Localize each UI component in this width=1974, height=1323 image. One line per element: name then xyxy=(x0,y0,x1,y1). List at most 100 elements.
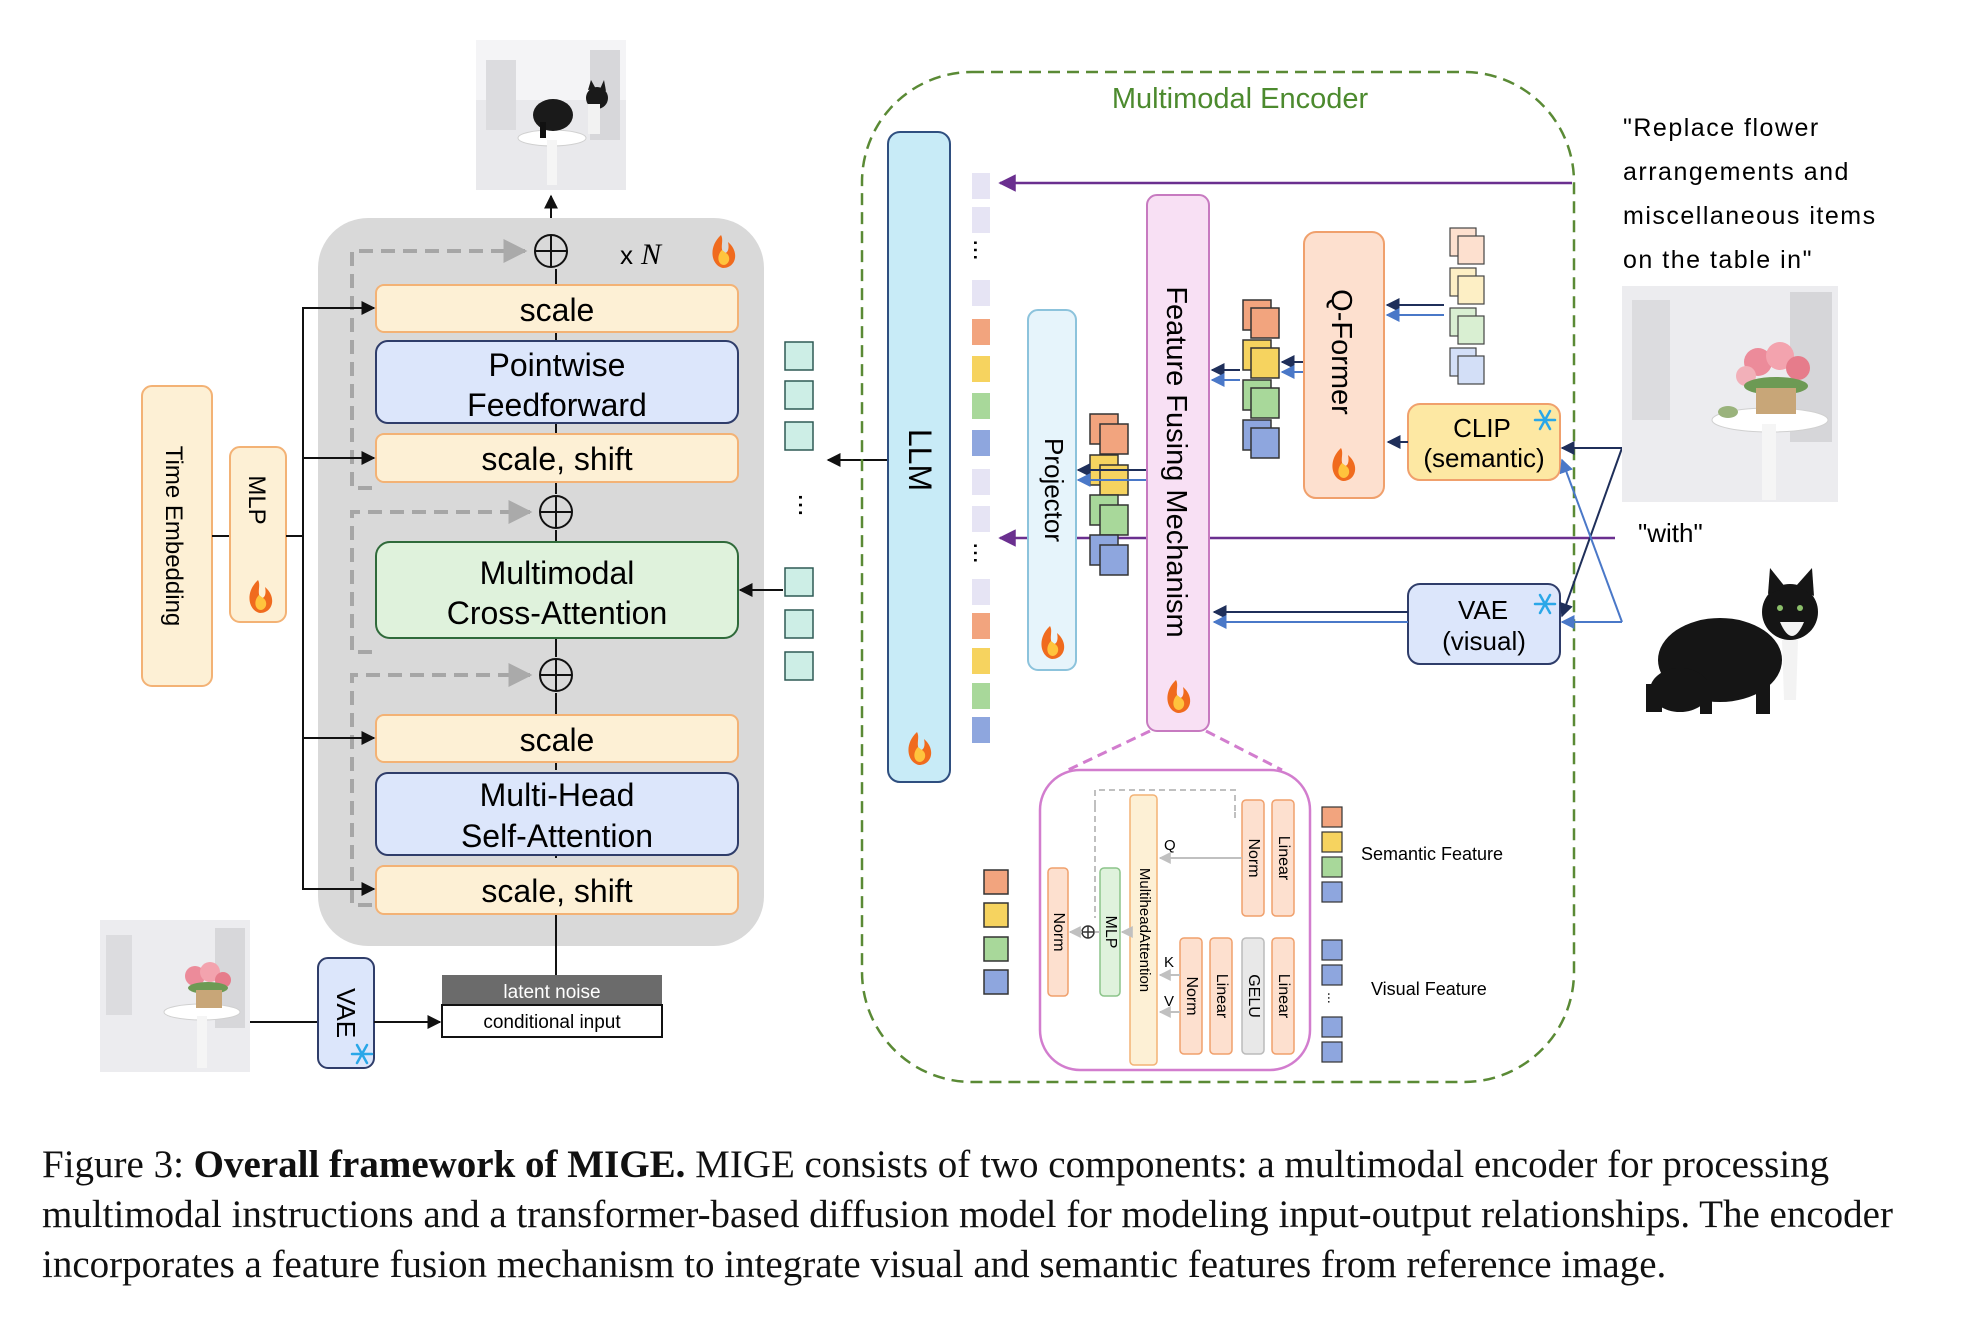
vae-visual-encoder: VAE (visual) xyxy=(1407,583,1561,665)
svg-text:Norm: Norm xyxy=(1245,838,1262,877)
vae-encoder-left: VAE xyxy=(317,957,375,1069)
ellipsis-dots: ... xyxy=(968,239,998,261)
svg-text:Feature Fusing Mechanism: Feature Fusing Mechanism xyxy=(1160,286,1192,637)
svg-text:GELU: GELU xyxy=(1245,974,1262,1018)
semantic-feature-label: Semantic Feature xyxy=(1361,844,1503,864)
svg-text:LLM: LLM xyxy=(902,429,938,491)
caption-prefix: Figure 3: xyxy=(42,1143,194,1186)
svg-text:Time Embedding: Time Embedding xyxy=(160,446,187,627)
multi-head-self-attention-block: Multi-Head Self-Attention xyxy=(375,772,739,856)
svg-text:MLP: MLP xyxy=(1102,916,1119,949)
llm-token-column xyxy=(972,173,990,743)
detail-visual-norm: Norm xyxy=(1179,937,1203,1055)
caption-bold-title: Overall framework of MIGE. xyxy=(193,1143,686,1186)
svg-text:miscellaneous items: miscellaneous items xyxy=(1623,202,1877,230)
svg-text:Multi-Head: Multi-Head xyxy=(480,777,635,813)
encoder-title: Multimodal Encoder xyxy=(1112,83,1369,115)
ellipsis-dots: ... xyxy=(793,493,824,516)
time-embedding-block: Time Embedding xyxy=(141,385,213,687)
residual-add-bottom xyxy=(539,658,573,692)
pointwise-feedforward-block: Pointwise Feedforward xyxy=(375,340,739,424)
detail-q-label: Q xyxy=(1164,837,1176,854)
detail-visual-linear-2: Linear xyxy=(1271,937,1295,1055)
feature-fusing-mechanism-block: Feature Fusing Mechanism xyxy=(1146,194,1210,732)
detail-multihead-attention: MultiheadAttention xyxy=(1129,794,1158,1066)
figure-caption: Figure 3: Overall framework of MIGE. MIG… xyxy=(42,1140,1942,1290)
detail-visual-gelu: GELU xyxy=(1241,937,1265,1055)
mlp-block: MLP xyxy=(229,446,287,623)
with-text: "with" xyxy=(1638,518,1703,548)
svg-text:scale: scale xyxy=(520,722,595,758)
feature-fusing-detail-panel xyxy=(1038,768,1312,1072)
svg-text:scale, shift: scale, shift xyxy=(481,441,632,477)
ellipsis-dots: ... xyxy=(968,542,998,564)
svg-text:latent noise: latent noise xyxy=(503,982,600,1003)
semantic-feature-tokens xyxy=(1321,806,1343,903)
flame-icon xyxy=(1332,448,1356,481)
detail-visual-linear-1: Linear xyxy=(1209,937,1233,1055)
residual-add-top xyxy=(534,234,568,268)
svg-text:scale, shift: scale, shift xyxy=(481,873,632,909)
svg-text:Linear: Linear xyxy=(1275,974,1292,1019)
svg-text:Projector: Projector xyxy=(1039,438,1069,542)
q-former-block: Q-Former xyxy=(1303,231,1385,499)
svg-text:Feedforward: Feedforward xyxy=(467,387,647,423)
clip-semantic-encoder: CLIP (semantic) xyxy=(1407,403,1561,481)
scale-shift-block-top: scale, shift xyxy=(375,433,739,483)
teal-token-column-bottom xyxy=(784,567,814,681)
visual-feature-tokens xyxy=(1321,939,1343,1063)
caption-body: MIGE consists of two components: a multi… xyxy=(42,1143,1893,1286)
detail-v-label: V xyxy=(1164,993,1174,1010)
detail-mlp: MLP xyxy=(1099,867,1121,997)
snowflake-icon xyxy=(1533,409,1557,431)
svg-text:"Replace flower: "Replace flower xyxy=(1623,114,1820,142)
visual-feature-label: Visual Feature xyxy=(1371,979,1487,999)
multimodal-encoder-region xyxy=(860,70,1576,1084)
query-token-stack xyxy=(1449,227,1485,385)
snowflake-icon xyxy=(350,1043,374,1065)
scale-shift-block-bottom: scale, shift xyxy=(375,865,739,915)
svg-text:Norm: Norm xyxy=(1183,976,1200,1015)
svg-text:Q-Former: Q-Former xyxy=(1325,289,1357,415)
svg-text:conditional input: conditional input xyxy=(483,1012,621,1033)
snowflake-icon xyxy=(1533,593,1557,615)
ellipsis-dots: ... xyxy=(1325,992,1341,1004)
svg-text:MultiheadAttention: MultiheadAttention xyxy=(1136,868,1153,992)
svg-text:Norm: Norm xyxy=(1050,912,1067,951)
svg-text:Pointwise: Pointwise xyxy=(489,347,626,383)
fused-feature-stack xyxy=(1089,413,1129,576)
detail-residual-add xyxy=(1081,925,1095,939)
llm-block: LLM xyxy=(887,131,951,783)
flame-icon xyxy=(712,235,736,268)
teal-token-column-top xyxy=(784,341,814,451)
svg-text:arrangements and: arrangements and xyxy=(1623,158,1850,186)
svg-text:Cross-Attention: Cross-Attention xyxy=(447,595,668,631)
multimodal-cross-attention-block: Multimodal Cross-Attention xyxy=(375,541,739,639)
detail-semantic-norm: Norm xyxy=(1241,799,1265,917)
svg-text:Linear: Linear xyxy=(1275,836,1292,881)
reference-image-input xyxy=(100,920,250,1072)
svg-text:CLIP: CLIP xyxy=(1453,413,1511,443)
cat-image xyxy=(1646,568,1818,714)
svg-text:on the table in": on the table in" xyxy=(1623,246,1813,274)
flame-icon xyxy=(249,580,273,613)
qformer-output-stack xyxy=(1242,299,1280,459)
detail-output-tokens xyxy=(983,869,1009,995)
svg-text:MLP: MLP xyxy=(243,475,270,524)
scale-block-bottom: scale xyxy=(375,714,739,763)
instruction-text: "Replace flower arrangements and miscell… xyxy=(1623,114,1877,274)
framework-diagram: scale Pointwise Feedforward scale, shift… xyxy=(100,40,1877,1084)
output-image xyxy=(476,40,626,190)
detail-output-norm: Norm xyxy=(1047,867,1069,997)
latent-input-box: latent noise conditional input xyxy=(441,975,663,1038)
reference-image-right xyxy=(1622,286,1838,502)
flame-icon xyxy=(1041,626,1065,659)
svg-text:(semantic): (semantic) xyxy=(1423,443,1544,473)
detail-semantic-linear: Linear xyxy=(1271,799,1295,917)
svg-text:(visual): (visual) xyxy=(1442,626,1526,656)
svg-text:VAE: VAE xyxy=(1458,595,1508,625)
projector-block: Projector xyxy=(1027,309,1077,671)
flame-icon xyxy=(1167,680,1191,713)
svg-text:VAE: VAE xyxy=(331,988,361,1038)
